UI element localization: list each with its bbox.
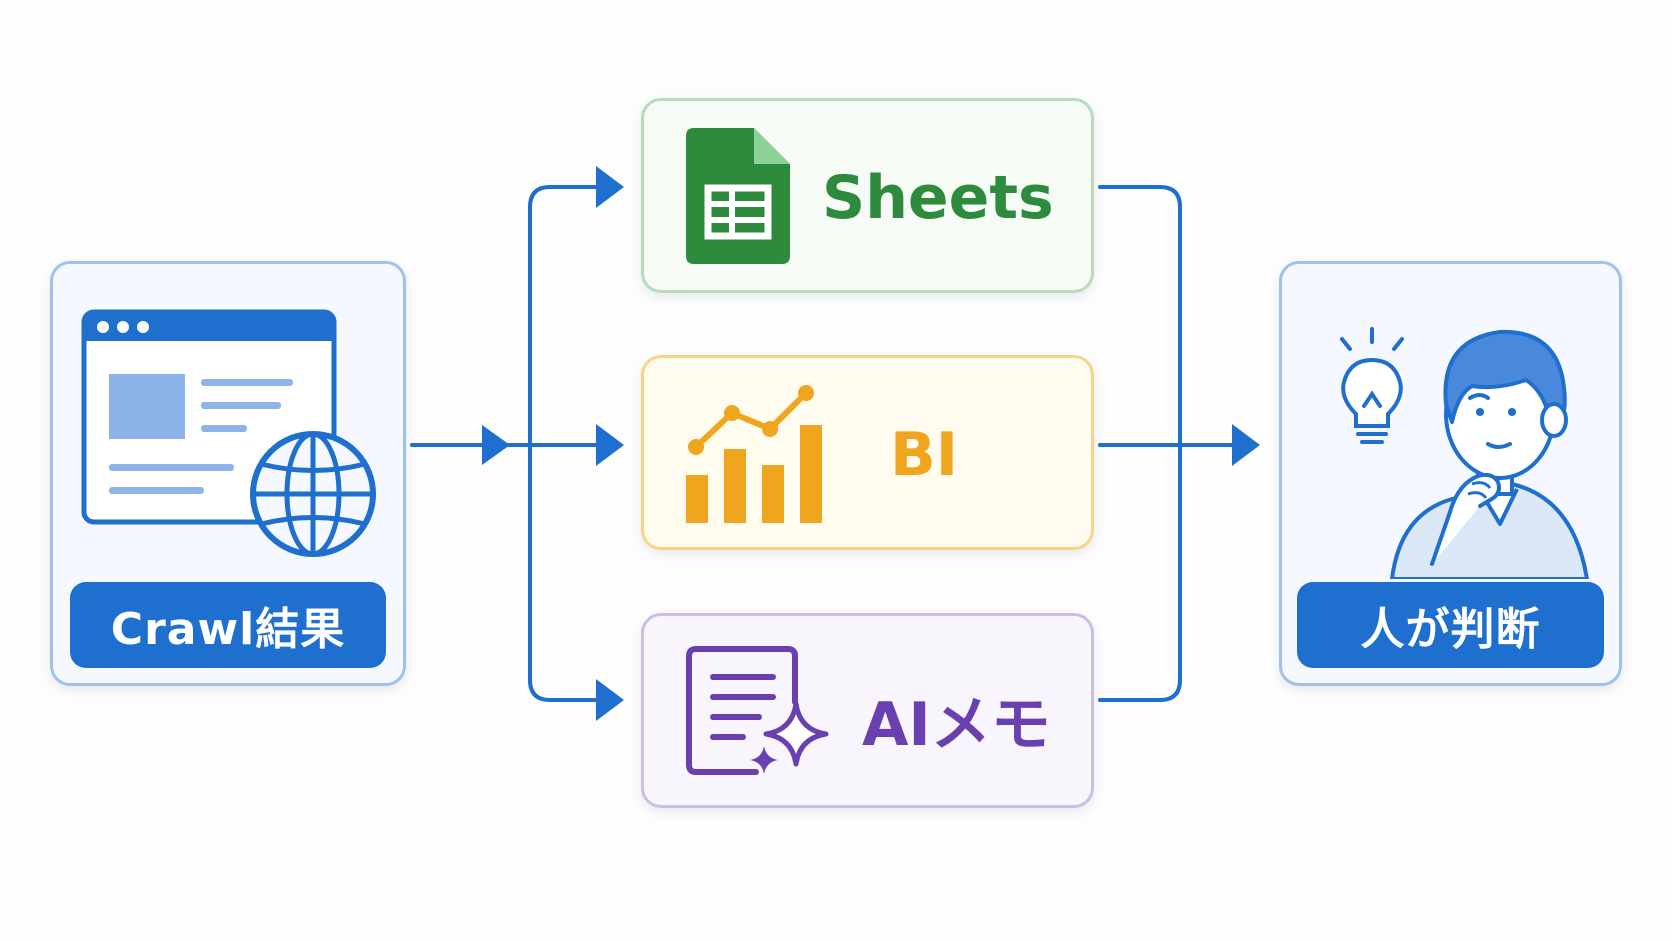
bi-card: BI (641, 355, 1094, 550)
arrowhead-source (482, 425, 510, 465)
source-label: Crawl結果 (70, 582, 386, 668)
spreadsheet-icon (686, 128, 790, 264)
ai-memo-sparkle-icon (686, 646, 829, 775)
bi-label: BI (890, 420, 959, 490)
arrowhead-person (1232, 424, 1260, 466)
bar-line-chart-icon (686, 385, 822, 523)
source-card: Crawl結果 (50, 261, 406, 686)
browser-globe-icon (81, 309, 376, 557)
person-label: 人が判断 (1297, 582, 1604, 668)
aimemo-card: AIメモ (641, 613, 1094, 808)
sheets-card: Sheets (641, 98, 1094, 293)
arrowhead-sheets (596, 166, 624, 208)
arrowhead-bi (596, 424, 624, 466)
thinking-person-icon (1340, 327, 1590, 579)
arrowhead-aimemo (596, 679, 624, 721)
person-card: 人が判断 (1279, 261, 1622, 686)
aimemo-label: AIメモ (862, 690, 1051, 760)
sheets-label: Sheets (822, 163, 1054, 233)
